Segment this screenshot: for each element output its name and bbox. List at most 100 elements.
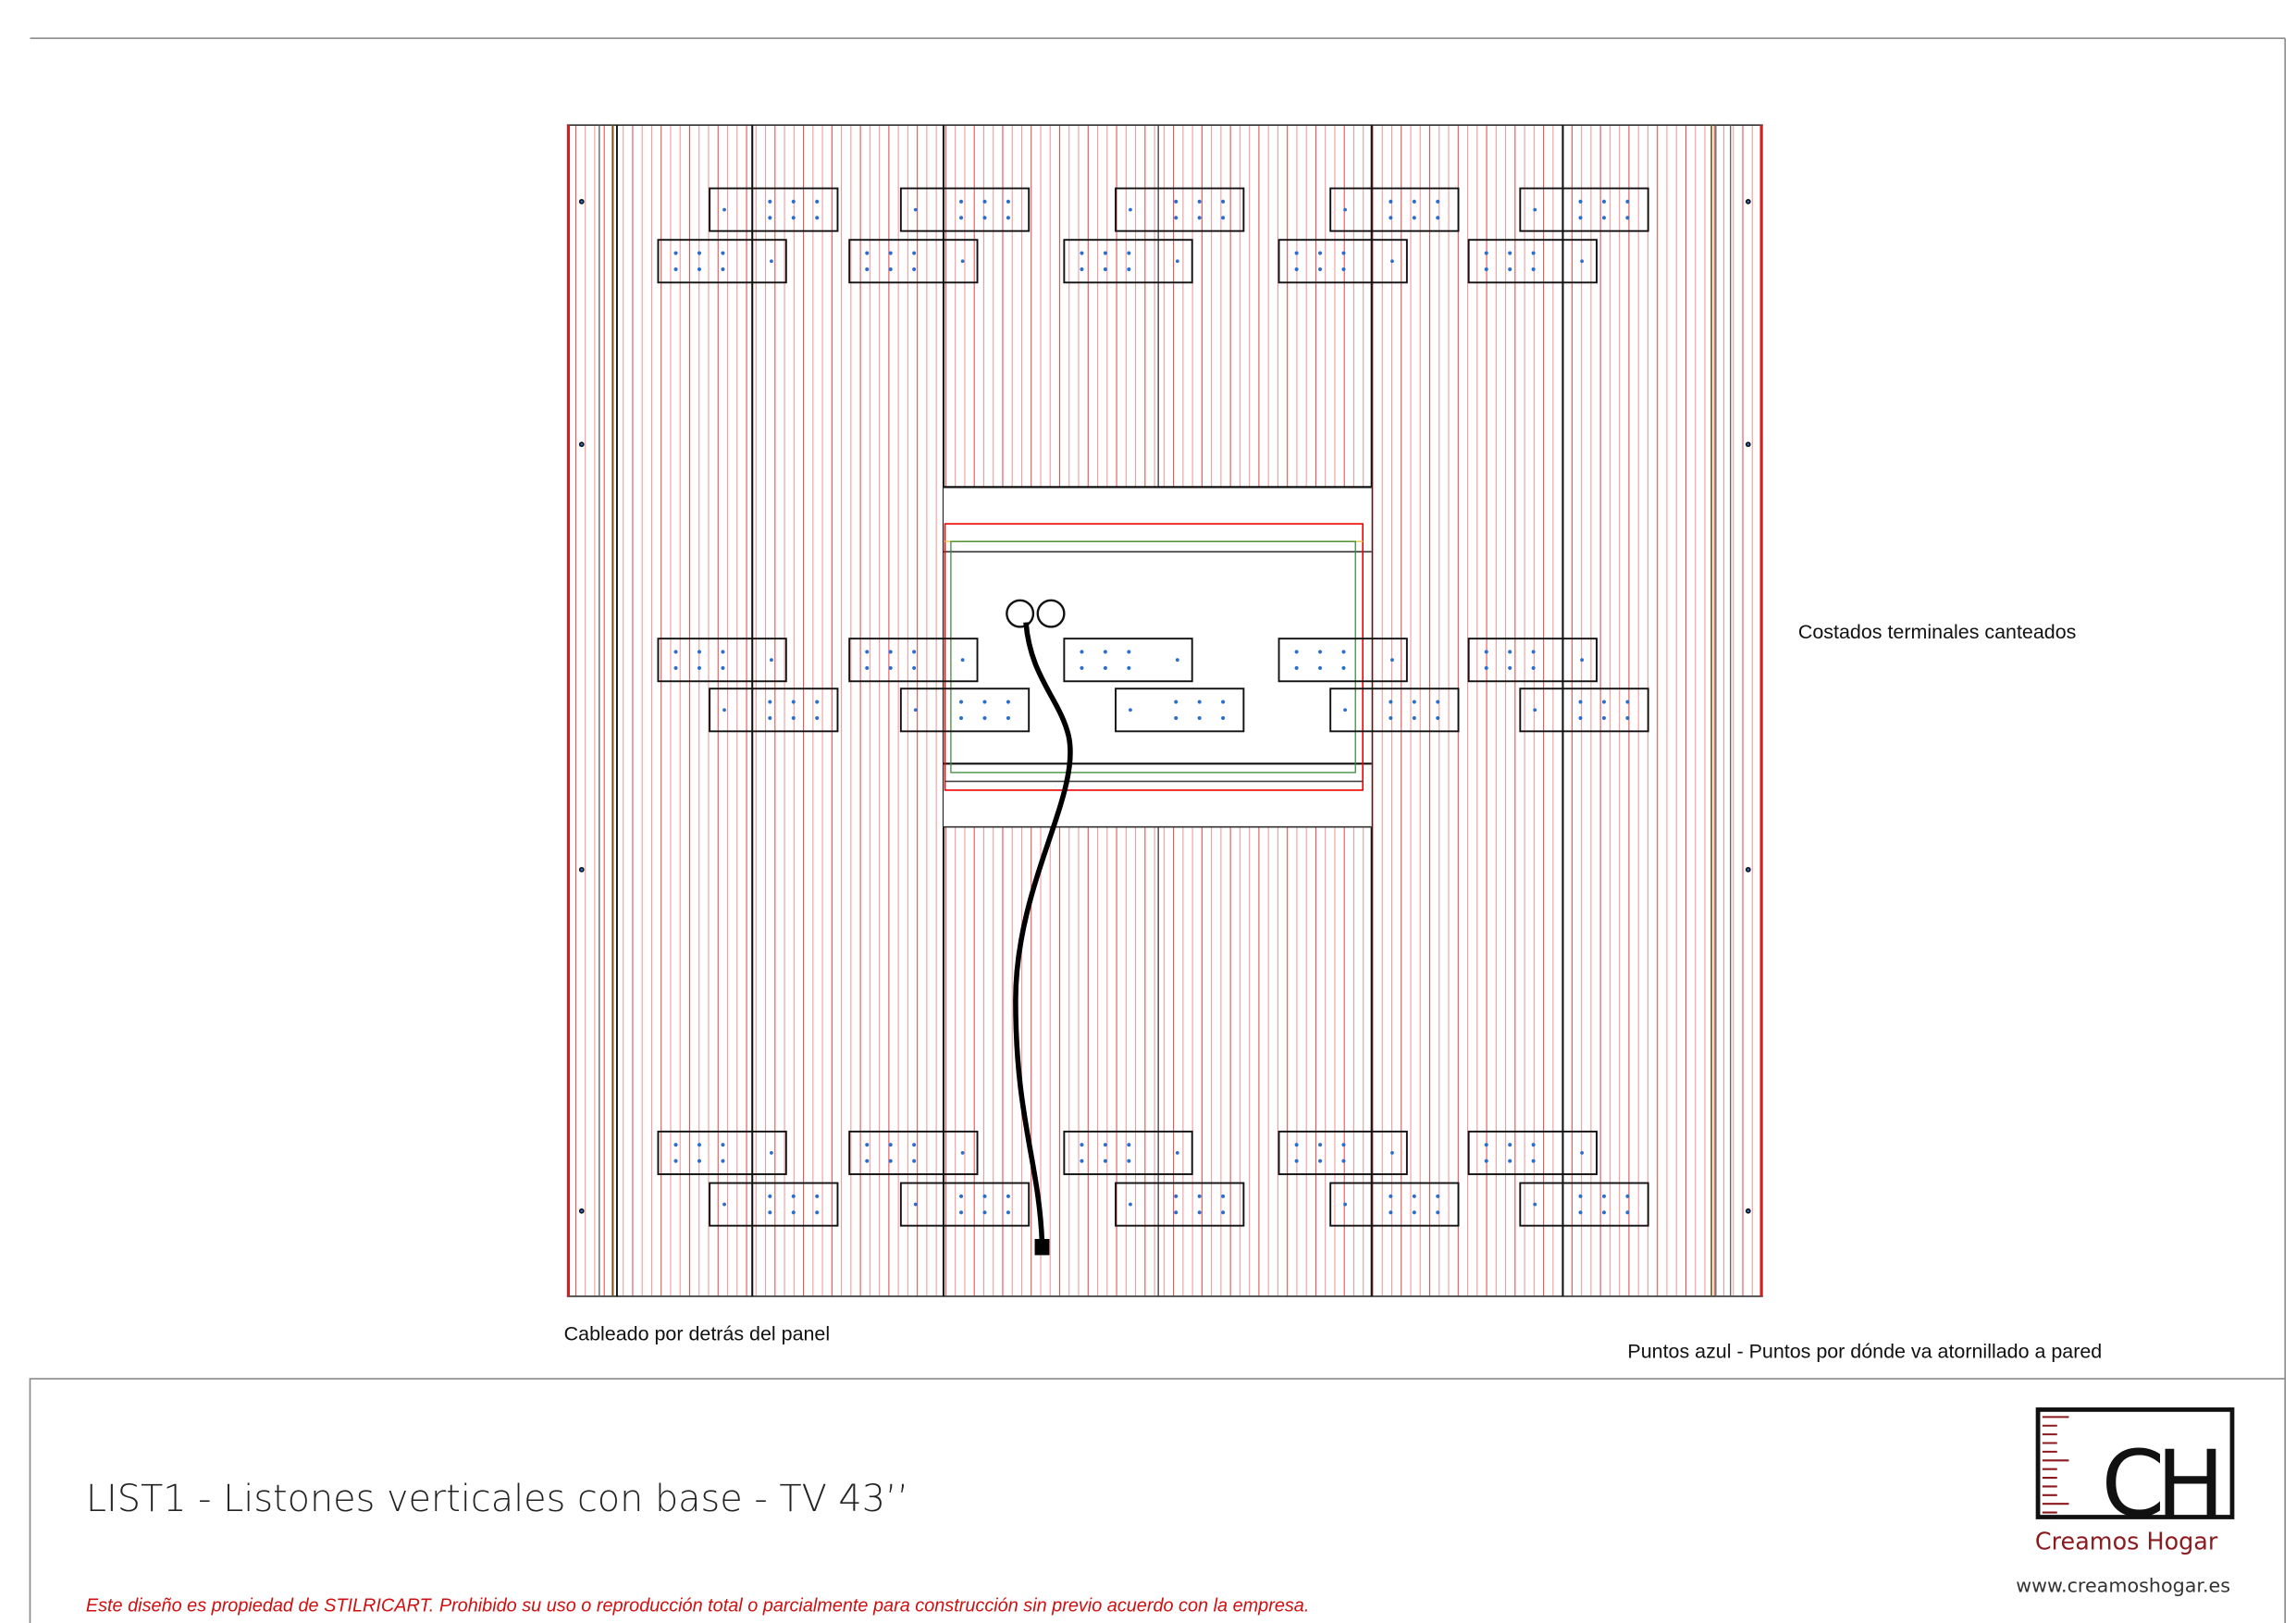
screw-point — [791, 199, 796, 204]
screw-point — [578, 866, 585, 873]
wall-bracket — [1329, 1182, 1460, 1227]
screw-point — [1127, 1143, 1131, 1147]
screw-point — [1103, 251, 1107, 255]
screw-point — [1625, 1194, 1630, 1198]
screw-point — [1484, 650, 1488, 654]
screw-point — [912, 665, 917, 671]
screw-point — [1436, 715, 1440, 721]
wall-bracket — [848, 239, 979, 284]
screw-point — [865, 1158, 870, 1163]
screw-point — [1080, 650, 1084, 654]
screw-point — [697, 650, 702, 654]
screw-point — [1317, 1158, 1323, 1163]
screw-point — [982, 199, 987, 204]
screw-point — [1625, 199, 1630, 204]
bracket-outline — [848, 239, 979, 284]
screw-point — [1389, 715, 1393, 721]
screw-point — [1341, 650, 1346, 654]
wall-bracket — [1063, 638, 1193, 683]
wall-bracket — [1115, 688, 1245, 733]
screw-point — [578, 1208, 585, 1214]
screw-point — [1197, 700, 1202, 704]
screw-point — [1580, 658, 1585, 663]
bracket-outline — [709, 1182, 839, 1227]
screw-point — [960, 658, 965, 663]
screw-point — [722, 708, 726, 712]
screw-point — [1436, 199, 1440, 204]
screw-point — [768, 199, 772, 204]
screw-point — [769, 658, 773, 663]
screw-point — [1484, 266, 1488, 272]
screw-point — [1580, 259, 1585, 264]
screw-point — [958, 700, 964, 704]
screw-point — [1601, 1194, 1607, 1198]
screw-point — [1389, 700, 1393, 704]
screw-point — [1080, 266, 1084, 272]
bracket-outline — [1115, 187, 1245, 232]
bracket-outline — [657, 638, 787, 683]
screw-point — [1412, 1194, 1416, 1198]
screw-point — [1006, 700, 1010, 704]
screw-point — [958, 1194, 964, 1198]
screw-point — [1580, 1151, 1585, 1155]
screw-point — [673, 650, 678, 654]
screw-point — [1175, 259, 1179, 264]
screw-point — [1343, 207, 1347, 212]
screw-point — [1174, 700, 1179, 704]
wall-bracket — [1115, 187, 1245, 232]
screw-point — [1197, 1210, 1202, 1215]
annotation-blue-points: Puntos azul - Puntos por dónde va atorni… — [1627, 1341, 2102, 1363]
screw-point — [1578, 1210, 1583, 1215]
bracket-outline — [1329, 688, 1460, 733]
screw-point — [1317, 251, 1323, 255]
screw-point — [1341, 251, 1346, 255]
screw-point — [697, 665, 702, 671]
bracket-outline — [1467, 1130, 1598, 1175]
screw-point — [1601, 1210, 1607, 1215]
wall-bracket — [848, 1130, 979, 1175]
screw-point — [1412, 700, 1416, 704]
screw-point — [982, 216, 987, 220]
bracket-outline — [657, 1130, 787, 1175]
screw-point — [888, 665, 893, 671]
bracket-outline — [899, 688, 1031, 733]
screw-point — [1103, 266, 1107, 272]
screw-point — [1174, 715, 1179, 721]
screw-point — [1625, 700, 1630, 704]
screw-point — [1080, 1158, 1084, 1163]
screw-point — [1221, 1194, 1226, 1198]
screw-point — [722, 1202, 726, 1207]
screw-point — [1343, 708, 1347, 712]
wall-bracket — [709, 688, 839, 733]
screw-point — [960, 1151, 965, 1155]
screw-point — [958, 216, 964, 220]
bracket-outline — [1329, 187, 1460, 232]
screw-point — [1389, 199, 1393, 204]
wall-bracket — [1329, 688, 1460, 733]
screw-point — [1174, 216, 1179, 220]
screw-point — [791, 700, 796, 704]
bracket-outline — [657, 239, 787, 284]
screw-point — [697, 1143, 702, 1147]
wall-bracket — [1063, 1130, 1193, 1175]
screw-point — [888, 650, 893, 654]
screw-point — [1174, 1194, 1179, 1198]
screw-point — [912, 650, 917, 654]
bracket-outline — [1063, 239, 1193, 284]
screw-point — [673, 251, 678, 255]
screw-point — [1129, 207, 1132, 212]
screw-point — [912, 1158, 917, 1163]
screw-point — [1533, 708, 1537, 712]
screw-point — [1508, 1158, 1512, 1163]
screw-point — [865, 251, 870, 255]
screw-point — [1341, 1143, 1346, 1147]
screw-point — [982, 715, 987, 721]
annotation-side-edges: Costados terminales canteados — [1798, 621, 2077, 643]
screw-point — [1127, 251, 1131, 255]
wall-bracket — [657, 638, 787, 683]
wall-bracket — [709, 187, 839, 232]
screw-point — [1175, 1151, 1179, 1155]
wall-bracket — [899, 187, 1031, 232]
screw-point — [1412, 1210, 1416, 1215]
